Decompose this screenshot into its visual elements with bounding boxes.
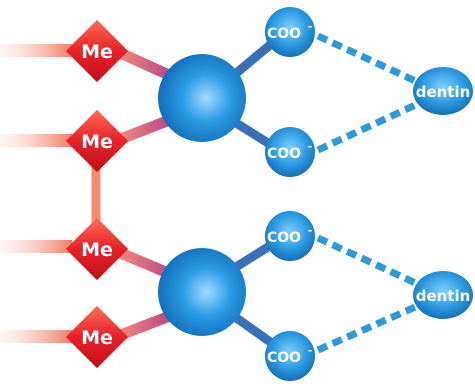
- svg-text:COO: COO: [267, 350, 301, 366]
- metal-ion-node: Me: [65, 305, 129, 369]
- core-sphere: [158, 248, 246, 336]
- carboxylate-label: COO: [267, 146, 301, 162]
- carboxylate-node: COO -: [265, 127, 315, 177]
- dentin-node: dentin: [413, 271, 473, 319]
- carboxylate-node: COO -: [265, 331, 315, 381]
- metal-label: Me: [81, 41, 113, 63]
- chain-tail: [0, 134, 72, 147]
- ionic-bond-dashed: [316, 98, 424, 154]
- ionic-bond-dashed: [316, 234, 424, 290]
- chain-tail: [0, 44, 72, 57]
- ionic-bond-dashed: [316, 300, 424, 354]
- metal-label: Me: [81, 327, 113, 349]
- svg-text:COO: COO: [267, 230, 301, 246]
- svg-text:COO: COO: [267, 26, 301, 42]
- metal-label: Me: [81, 239, 113, 261]
- carboxylate-node: COO -: [265, 211, 315, 261]
- charge-superscript: -: [308, 140, 313, 153]
- carboxylate-node: COO -: [265, 7, 315, 57]
- metal-ion-node: Me: [65, 109, 129, 173]
- carboxylate-label: COO: [267, 26, 301, 42]
- chelate-unit-1: Me Me COO - COO - dentin: [0, 7, 473, 177]
- svg-text:COO: COO: [267, 146, 301, 162]
- chain-tail: [0, 330, 72, 343]
- ionic-bond-dashed: [316, 32, 424, 88]
- metal-ion-node: Me: [65, 217, 129, 281]
- charge-superscript: -: [308, 344, 313, 357]
- carboxylate-label: COO: [267, 230, 301, 246]
- charge-superscript: -: [308, 224, 313, 237]
- carboxylate-label: COO: [267, 350, 301, 366]
- dentin-label: dentin: [416, 287, 471, 305]
- chelate-unit-2: Me Me COO - COO - dentin: [0, 211, 473, 381]
- dentin-node: dentin: [413, 67, 473, 115]
- chain-tail: [0, 240, 72, 253]
- charge-superscript: -: [308, 20, 313, 33]
- core-sphere: [158, 54, 246, 142]
- dentin-label: dentin: [416, 83, 471, 101]
- metal-label: Me: [81, 131, 113, 153]
- metal-ion-node: Me: [65, 19, 129, 83]
